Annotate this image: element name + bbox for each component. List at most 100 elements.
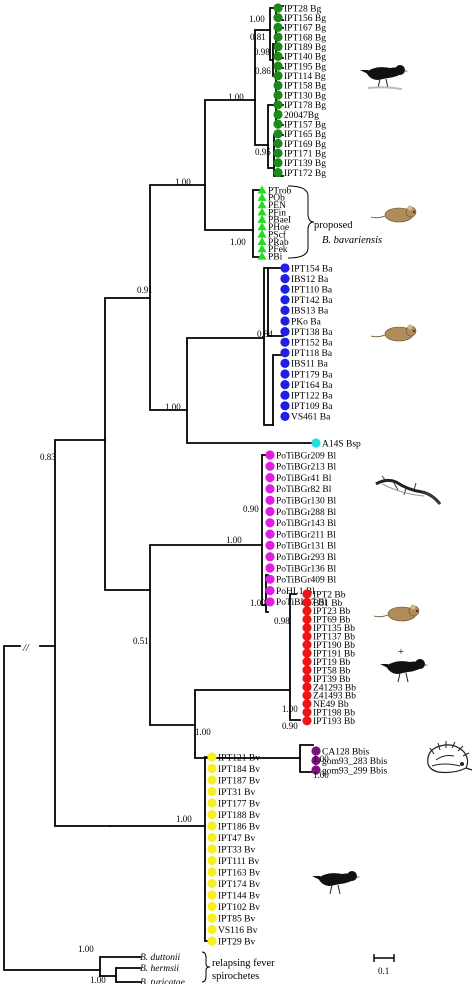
tip-marker [265, 563, 275, 573]
taxon-label: IPT33 Bv [218, 845, 255, 855]
taxon-label: PScf [268, 229, 287, 240]
taxon-label: IPT164 Ba [291, 381, 333, 391]
tip-marker [302, 648, 312, 658]
tip-marker [207, 821, 217, 831]
tip-marker [302, 682, 312, 692]
taxon-label: IPT190 Bb [313, 641, 355, 651]
taxon-label: NE49 Bb [313, 700, 349, 710]
taxon-label: PoTiBGr209 Bl [276, 451, 336, 461]
taxon-label: IPT188 Bv [218, 811, 260, 821]
taxon-label: IPT114 Bg [284, 72, 326, 82]
bootstrap-label: 0.91 [137, 285, 153, 295]
taxon-label: PoTiBGr130 Bl [276, 497, 336, 507]
taxon-label: IPT186 Bv [218, 822, 260, 832]
bootstrap-label: 0.90 [282, 721, 298, 731]
taxon-label: PHoe [268, 223, 289, 233]
tip-marker [257, 236, 267, 245]
tip-marker [265, 597, 275, 607]
bootstrap-label: 0.86 [255, 66, 271, 76]
tip-marker [280, 348, 290, 358]
tip-marker [207, 752, 217, 762]
bootstrap-label: 0.98 [254, 47, 270, 57]
tip-marker [265, 473, 275, 483]
tip-marker [207, 913, 217, 923]
root-break-mark: // [22, 643, 30, 654]
tip-marker [280, 369, 290, 379]
taxon-label: IPT69 Bb [313, 616, 350, 626]
taxon-label: IPT144 Bv [218, 891, 260, 901]
taxon-label: IPT138 Ba [291, 328, 333, 338]
tip-marker [273, 138, 283, 149]
taxon-label: IPT111 Bv [218, 857, 260, 867]
taxon-label: Z41293 Bb [313, 683, 356, 693]
tip-marker [273, 80, 283, 91]
taxon-label: IPT184 Bv [218, 765, 260, 775]
bootstrap-label: 0.84 [257, 329, 273, 339]
lizard-icon [375, 475, 442, 505]
bootstrap-label: 1.00 [250, 598, 266, 608]
tip-marker [273, 42, 283, 52]
tip-marker [257, 222, 267, 231]
tip-marker [207, 936, 217, 946]
tip-marker [265, 484, 275, 494]
bavariensis-label: B. bavariensis [322, 235, 382, 246]
bootstrap-label: 0.95 [255, 147, 271, 157]
taxon-label: gom93_283 Bbis [322, 757, 387, 767]
tip-marker [265, 529, 275, 539]
tip-marker [302, 614, 312, 624]
taxon-label: IPT109 Ba [291, 402, 333, 412]
taxon-label: IPT140 Bg [284, 53, 326, 63]
taxon-label: IPT154 Ba [291, 264, 333, 274]
taxon-label: IPT172 Bg [284, 169, 326, 179]
tip-marker [273, 158, 283, 168]
tip-marker [257, 214, 267, 223]
tip-marker [280, 411, 290, 421]
taxon-label: PoTiBGr293 Bl [276, 553, 336, 563]
taxon-label: IPT130 Bg [284, 91, 326, 101]
bootstrap-label: 0.83 [40, 452, 56, 462]
taxon-label: IPT158 Bg [284, 82, 326, 92]
mouse-icon [370, 205, 417, 223]
taxon-label: IPT178 Bg [284, 101, 326, 111]
tip-marker [265, 461, 275, 471]
taxon-label: IPT165 Bg [284, 130, 326, 140]
taxon-label: IPT157 Bg [284, 120, 326, 130]
taxon-label: IPT23 Bb [313, 607, 350, 617]
bootstrap-label: 1.00 [195, 727, 211, 737]
taxon-label: PoTiBGr136 Bl [276, 564, 336, 574]
taxon-label: IPT29 Bv [218, 937, 255, 947]
tip-marker [302, 716, 312, 726]
tip-marker [257, 207, 267, 216]
taxon-label: IPT139 Bg [284, 159, 326, 169]
bootstrap-label: 1.00 [90, 975, 106, 984]
tip-marker [280, 274, 290, 284]
taxon-label: PFin [268, 208, 286, 218]
tip-marker [280, 263, 290, 273]
taxon-label: IPT163 Bv [218, 868, 260, 878]
relapsing-fever-bracket: relapsing fever spirochetes [201, 951, 275, 983]
taxon-label: gom93_299 Bbis [322, 766, 387, 776]
taxon-label: PFek [268, 245, 288, 255]
tip-marker [207, 798, 217, 808]
blackbird-icon [312, 871, 361, 895]
taxon-label: IPT193 Bb [313, 717, 355, 727]
tip-marker [273, 109, 283, 120]
tip-marker [207, 855, 217, 866]
tip-marker [302, 707, 312, 717]
taxon-label: PoTiBGr131 Bl [276, 542, 336, 552]
tip-marker [207, 809, 217, 820]
tip-marker [302, 589, 312, 599]
blackbird-icon [380, 659, 429, 683]
taxon-label: IPT198 Bb [313, 709, 355, 719]
bavariensis-bracket: proposed B. bavariensis [287, 185, 382, 259]
taxon-label: IPT191 Bb [313, 649, 355, 659]
tip-marker [207, 844, 217, 854]
taxon-label: PEN [268, 201, 286, 211]
taxon-label: IPT167 Bg [284, 24, 326, 34]
taxon-label: POb [268, 194, 285, 204]
tip-marker [207, 901, 217, 912]
taxon-label: IPT177 Bv [218, 799, 260, 809]
taxon-label: IPT19 Bb [313, 658, 350, 668]
tip-marker [207, 763, 217, 774]
